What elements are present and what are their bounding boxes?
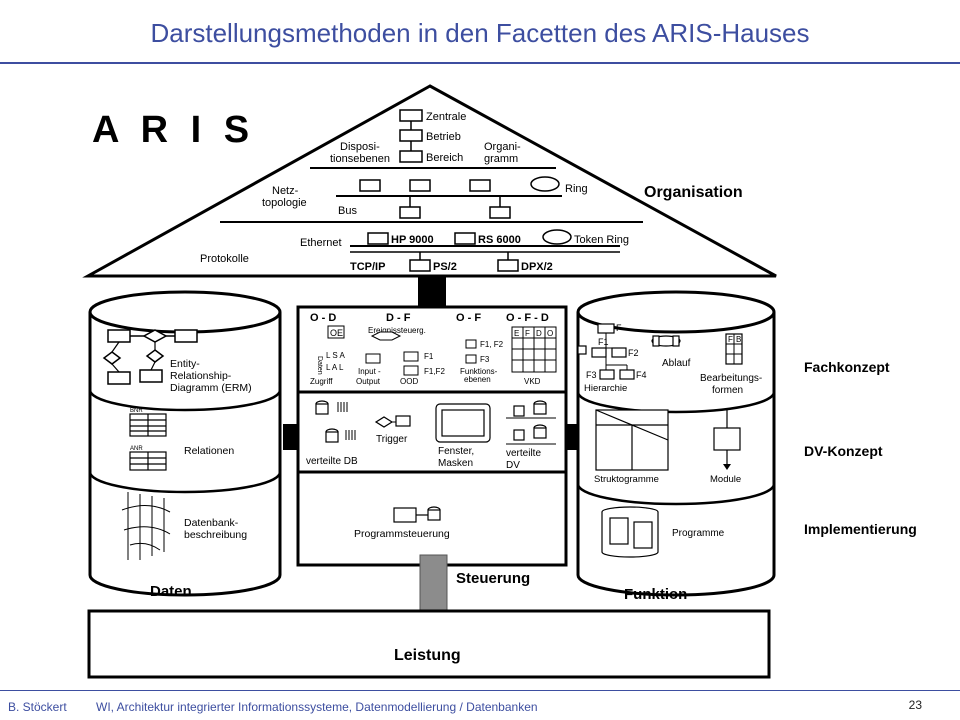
bearbeitungsformen-label-2: formen xyxy=(712,385,743,396)
hierarchie-label: Hierarchie xyxy=(584,383,627,394)
module-label: Module xyxy=(710,474,741,485)
fachkonzept-label: Fachkonzept xyxy=(804,359,890,375)
ring-label: Ring xyxy=(565,183,588,195)
fb-b: B xyxy=(736,335,741,344)
network-topology xyxy=(336,176,562,219)
of-f3-label: F3 xyxy=(480,355,490,364)
aris-house-diagram: A R I S Zentrale Betrieb Bereich Disposi… xyxy=(82,84,917,679)
df-header: D - F xyxy=(386,312,411,324)
hier-f3-label: F3 xyxy=(586,370,597,380)
footer-author: B. Stöckert xyxy=(8,700,67,714)
df-f1-label: F1 xyxy=(424,352,434,361)
funktionsebenen-label-2: ebenen xyxy=(464,375,491,384)
db-desc-label-1: Datenbank- xyxy=(184,517,239,529)
relationen-label: Relationen xyxy=(184,445,234,457)
ablauf-label: Ablauf xyxy=(662,358,691,369)
struktogramme-label: Struktogramme xyxy=(594,474,659,485)
hier-f-label: F xyxy=(616,323,622,333)
daten-vertical-label: Daten xyxy=(316,356,323,375)
fb-f: F xyxy=(728,335,733,344)
efdo-d: D xyxy=(536,329,542,338)
roof-connector xyxy=(418,277,446,307)
erm-label-2: Relationship- xyxy=(170,370,232,382)
programme-label: Programme xyxy=(672,528,725,539)
dispositionsebenen-label-2: tionsebenen xyxy=(330,153,390,165)
od-header: O - D xyxy=(310,312,336,324)
input-label: Input - xyxy=(358,367,381,376)
ofd-header: O - F - D xyxy=(506,312,549,324)
ood-label: OOD xyxy=(400,377,418,386)
org-level-betrieb: Betrieb xyxy=(426,131,461,143)
token-ring-label: Token Ring xyxy=(574,234,629,246)
erm-label-1: Entity- xyxy=(170,358,200,370)
efdo-f: F xyxy=(525,329,530,338)
page-title: Darstellungsmethoden in den Facetten des… xyxy=(150,18,810,48)
protokolle-label: Protokolle xyxy=(200,253,249,265)
lsa-label: L S A xyxy=(326,351,345,360)
page-number: 23 xyxy=(908,698,922,712)
dv-konzept-label: DV-Konzept xyxy=(804,443,883,459)
organigramm-label-2: gramm xyxy=(484,153,518,165)
funktionsebenen-label-1: Funktions- xyxy=(460,367,498,376)
daten-cylinder: Entity- Relationship- Diagramm (ERM) BNR… xyxy=(88,290,282,597)
of-f1f2-label: F1, F2 xyxy=(480,340,504,349)
footer-divider xyxy=(0,690,960,691)
hp9000-label: HP 9000 xyxy=(391,234,434,246)
efdo-o: O xyxy=(547,329,553,338)
ps2-label: PS/2 xyxy=(433,261,457,273)
leistung-base xyxy=(87,609,771,679)
steuerung-connector xyxy=(419,554,448,613)
programmsteuerung-label: Programmsteuerung xyxy=(354,528,450,540)
verteilte-db-label: verteilte DB xyxy=(306,456,358,467)
org-level-zentrale: Zentrale xyxy=(426,111,466,123)
daten-label: Daten xyxy=(150,583,192,600)
aris-logo: A R I S xyxy=(92,109,255,151)
implementierung-label: Implementierung xyxy=(804,521,917,537)
hier-f1-label: F1 xyxy=(598,337,609,347)
of-header: O - F xyxy=(456,312,481,324)
organigramm-label-1: Organi- xyxy=(484,141,521,153)
funktion-cylinder: F F1 F2 F3 F4 Hierarchie Ablauf F B Bear… xyxy=(576,290,776,597)
bnr-label: BNR xyxy=(130,408,143,414)
lal-label: L A L xyxy=(326,363,344,372)
organisation-label: Organisation xyxy=(644,184,743,201)
zugriff-label: Zugriff xyxy=(310,377,333,386)
bus-label: Bus xyxy=(338,205,357,217)
footer-course: WI, Architektur integrierter Information… xyxy=(96,700,538,714)
leistung-label: Leistung xyxy=(394,647,461,664)
tcpip-label: TCP/IP xyxy=(350,261,385,273)
dpx2-label: DPX/2 xyxy=(521,261,553,273)
org-level-bereich: Bereich xyxy=(426,152,463,164)
df-f1f2-label: F1,F2 xyxy=(424,367,445,376)
db-desc-label-2: beschreibung xyxy=(184,529,247,541)
efdo-e: E xyxy=(514,329,519,338)
funktion-label: Funktion xyxy=(624,586,687,603)
left-connector xyxy=(283,424,299,450)
verteilte-dv-label-1: verteilte xyxy=(506,448,541,459)
steuerung-block: O - D D - F O - F O - F - D OE Daten L S… xyxy=(296,305,568,567)
ethernet-label: Ethernet xyxy=(300,237,342,249)
bearbeitungsformen-label-1: Bearbeitungs- xyxy=(700,373,762,384)
title-divider xyxy=(0,62,960,64)
protocol-layer xyxy=(350,229,620,272)
fenster-label-2: Masken xyxy=(438,458,473,469)
ereignissteuerung-label: Ereignissteuerg. xyxy=(368,326,426,335)
org-hierarchy: Zentrale Betrieb Bereich xyxy=(399,109,466,164)
steuerung-label: Steuerung xyxy=(456,570,530,587)
netztopologie-label-2: topologie xyxy=(262,197,307,209)
erm-label-3: Diagramm (ERM) xyxy=(170,382,252,394)
roof-organisation: Zentrale Betrieb Bereich Disposi- tionse… xyxy=(82,84,777,278)
output-label: Output xyxy=(356,377,381,386)
hier-f4-label: F4 xyxy=(636,370,647,380)
fenster-label-1: Fenster, xyxy=(438,446,474,457)
vkd-label: VKD xyxy=(524,377,541,386)
rs6000-label: RS 6000 xyxy=(478,234,521,246)
trigger-label: Trigger xyxy=(376,434,408,445)
netztopologie-label-1: Netz- xyxy=(272,185,299,197)
oe-label: OE xyxy=(330,328,343,338)
dispositionsebenen-label-1: Disposi- xyxy=(340,141,380,153)
anr-label: ANR xyxy=(130,446,143,452)
hier-f2-label: F2 xyxy=(628,348,639,358)
verteilte-dv-label-2: DV xyxy=(506,460,520,471)
